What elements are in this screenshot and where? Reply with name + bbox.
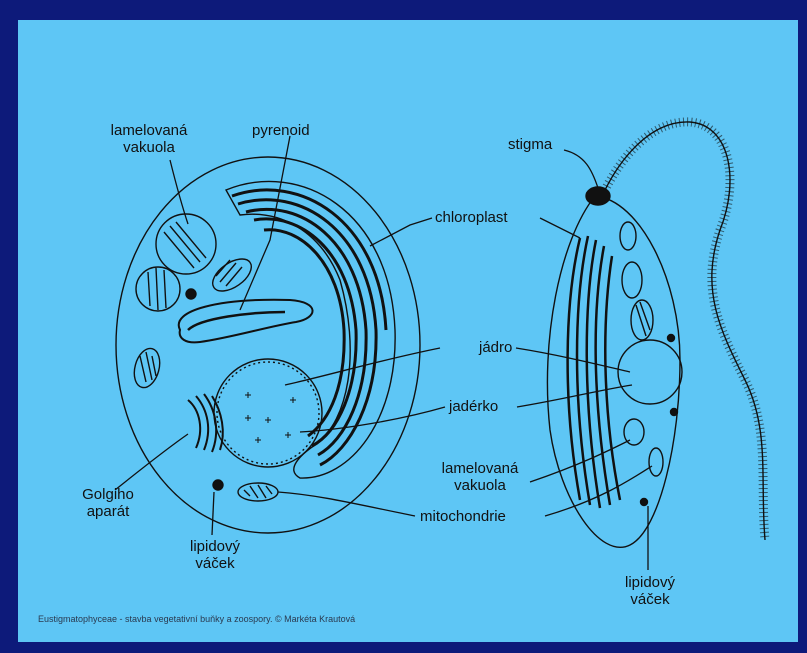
stigma [586,187,610,205]
nucleus [214,359,322,467]
lipid-droplet-right-1 [668,335,675,342]
pyrenoid [179,300,313,343]
flagellum [605,122,765,540]
mitochondrion-1 [207,253,257,298]
lamellate-vacuole-left-2 [136,267,180,311]
lipid-droplet-left-1 [186,289,196,299]
label-stigma: stigma [508,136,552,153]
label-lamellate-vacuole-right: lamelovaná vakuola [430,460,530,494]
label-chloroplast: chloroplast [435,209,508,226]
zoospore [547,122,765,547]
cell-wall-left [116,157,420,533]
label-mitochondria: mitochondrie [420,508,506,525]
mitochondrion-2 [130,346,164,391]
mitochondrion-3 [238,483,278,501]
label-golgi-apparatus: Golgiho aparát [68,486,148,520]
chloroplast-left [226,181,395,478]
chloroplast-right [568,236,620,508]
lipid-droplet-right-2 [671,409,678,416]
leader-lines [115,136,652,570]
label-nucleolus: jadérko [449,398,498,415]
lipid-droplet-left-2 [213,480,223,490]
label-lipid-droplet-right: lipidový váček [605,574,695,608]
label-pyrenoid: pyrenoid [252,122,310,139]
lamellate-vacuole-left [156,214,216,274]
mitochondrion-right [649,448,663,476]
label-lamellate-vacuole-left: lamelovaná vakuola [104,122,194,156]
lipid-droplet-right-3 [641,499,648,506]
nucleolus-marks [245,392,296,443]
figure-caption: Eustigmatophyceae - stavba vegetativní b… [38,614,355,624]
label-lipid-droplet-left: lipidový váček [170,538,260,572]
label-nucleus: jádro [479,339,512,356]
